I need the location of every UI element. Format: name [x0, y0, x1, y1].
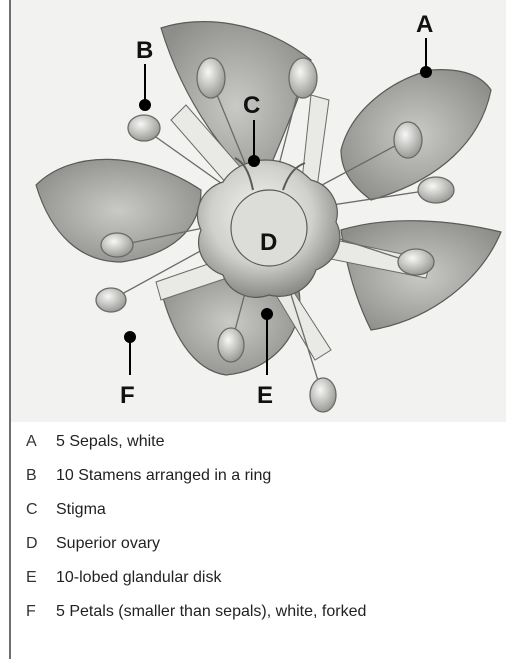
callout-b: B	[136, 37, 153, 64]
callout-c: C	[243, 92, 260, 119]
callout-a: A	[416, 11, 433, 38]
callout-f: F	[120, 382, 135, 409]
flower-illustration: A B C D E F	[11, 0, 506, 422]
legend-text: 10-lobed glandular disk	[56, 569, 221, 587]
legend-text: Stigma	[56, 501, 106, 519]
legend-letter: B	[26, 467, 52, 485]
callout-e: E	[257, 382, 273, 409]
legend-text: Superior ovary	[56, 535, 160, 553]
legend-letter: C	[26, 501, 52, 519]
legend-text: 5 Petals (smaller than sepals), white, f…	[56, 603, 366, 621]
flower-drawing: A B C D E F	[11, 0, 506, 422]
legend-letter: F	[26, 603, 52, 621]
legend-letter: A	[26, 433, 52, 451]
legend-letter: E	[26, 569, 52, 587]
legend-letter: D	[26, 535, 52, 553]
callout-d: D	[260, 229, 277, 256]
legend-text: 5 Sepals, white	[56, 433, 165, 451]
legend-text: 10 Stamens arranged in a ring	[56, 467, 271, 485]
